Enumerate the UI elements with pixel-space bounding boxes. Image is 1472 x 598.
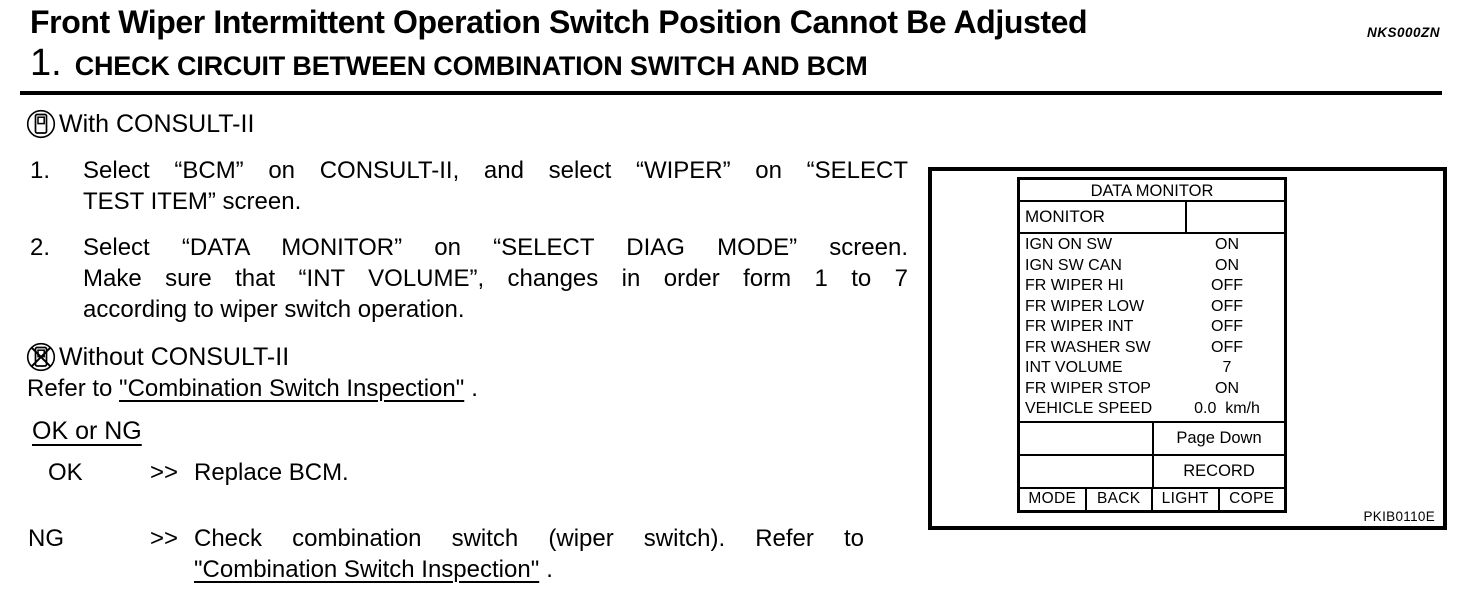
ok-label: OK	[48, 459, 83, 486]
monitor-row-value: OFF	[1211, 338, 1243, 356]
monitor-row-label: FR WIPER INT	[1025, 318, 1134, 335]
monitor-row-value: OFF	[1211, 297, 1243, 315]
monitor-row: FR WIPER INT OFF	[1020, 317, 1284, 338]
step-1-number: 1.	[30, 157, 51, 184]
ok-action: Replace BCM.	[194, 457, 864, 488]
procedure-text: With CONSULT-II 1. Select “BCM” on CONSU…	[25, 108, 915, 585]
monitor-row: IGN SW CAN ON	[1020, 256, 1284, 277]
refer-line: Refer to "Combination Switch Inspection"…	[27, 374, 915, 404]
step-2-text: Select “DATA MONITOR” on “SELECT DIAG MO…	[83, 232, 908, 325]
consult-ii-device-icon	[25, 108, 57, 140]
monitor-row: IGN ON SW ON	[1020, 235, 1284, 256]
monitor-row-label: FR WIPER STOP	[1025, 379, 1151, 397]
monitor-row-value: 0.0 km/h	[1194, 400, 1260, 417]
refer-prefix: Refer to	[27, 375, 120, 402]
without-consult-label: Without CONSULT-II	[59, 342, 290, 371]
step-1-text: Select “BCM” on CONSULT-II, and select “…	[83, 155, 908, 217]
combination-switch-inspection-link-2[interactable]: "Combination Switch Inspection"	[194, 556, 540, 583]
ng-label: NG	[28, 525, 64, 552]
page-title: Front Wiper Intermittent Operation Switc…	[30, 4, 1088, 40]
monitor-row-label: VEHICLE SPEED	[1025, 400, 1153, 417]
monitor-row-label: FR WIPER HI	[1025, 277, 1124, 294]
monitor-row-value: ON	[1215, 379, 1239, 397]
result-arrow: >>	[150, 525, 179, 552]
page-down-empty-cell	[1020, 422, 1154, 454]
record-empty-cell	[1020, 455, 1154, 487]
text-line: Replace BCM.	[194, 459, 349, 486]
step-number: 1.	[30, 42, 62, 84]
monitor-row-label: INT VOLUME	[1025, 359, 1123, 376]
screen-key-back: BACK	[1084, 488, 1152, 510]
record-button: RECORD	[1183, 461, 1255, 480]
refer-suffix: .	[471, 375, 478, 402]
step-title: CHECK CIRCUIT BETWEEN COMBINATION SWITCH…	[74, 51, 868, 81]
monitor-row-value: OFF	[1211, 277, 1243, 294]
text-line: Select “DATA MONITOR” on “SELECT DIAG MO…	[83, 234, 908, 261]
monitor-row-label: IGN SW CAN	[1025, 256, 1122, 274]
with-consult-label: With CONSULT-II	[59, 109, 255, 138]
with-consult-heading: With CONSULT-II	[25, 108, 915, 140]
page-down-row: Page Down	[1020, 420, 1284, 454]
consult-ii-crossed-icon	[25, 341, 57, 373]
monitor-row: FR WIPER STOP ON	[1020, 379, 1284, 400]
text-line: "Combination Switch Inspection".	[194, 554, 864, 585]
screen-key-cope: COPE	[1217, 488, 1285, 510]
combination-switch-inspection-link[interactable]: "Combination Switch Inspection"	[119, 375, 465, 402]
figure-code: PKIB0110E	[1363, 509, 1435, 524]
ng-action: Check combination switch (wiper switch).…	[194, 523, 864, 585]
ok-result-row: OK >> Replace BCM.	[25, 457, 915, 488]
result-arrow: >>	[150, 459, 179, 486]
monitor-row-label: FR WASHER SW	[1025, 338, 1151, 356]
procedure-step-1: 1. Select “BCM” on CONSULT-II, and selec…	[25, 155, 915, 217]
monitor-row-value: 7	[1222, 359, 1232, 376]
record-row: RECORD	[1020, 453, 1284, 487]
monitor-row-value: ON	[1215, 236, 1239, 253]
without-consult-heading: Without CONSULT-II	[25, 341, 915, 373]
text-line: TEST ITEM” screen.	[83, 188, 302, 215]
screen-key-light: LIGHT	[1151, 488, 1218, 510]
step-2-number: 2.	[30, 234, 51, 261]
ng-result-row: NG >> Check combination switch (wiper sw…	[25, 523, 915, 585]
monitor-row: FR WIPER HI OFF	[1020, 276, 1284, 297]
text-line: Select “BCM” on CONSULT-II, and select “…	[83, 157, 908, 184]
monitor-row-label: FR WIPER LOW	[1025, 297, 1145, 315]
monitor-row: VEHICLE SPEED 0.0 km/h	[1020, 399, 1284, 420]
step-heading: 1. CHECK CIRCUIT BETWEEN COMBINATION SWI…	[30, 44, 1472, 82]
screen-key-mode: MODE	[1028, 490, 1077, 507]
monitor-row: FR WIPER LOW OFF	[1020, 297, 1284, 318]
page-down-button: Page Down	[1176, 428, 1262, 447]
text-line: Make sure that “INT VOLUME”, changes in …	[83, 265, 908, 292]
ng-suffix: .	[546, 556, 553, 583]
text-line: Check combination switch (wiper switch).…	[194, 525, 864, 552]
monitor-header-row: MONITOR	[1020, 202, 1284, 234]
monitor-row-value: OFF	[1211, 318, 1243, 335]
monitor-empty-cell	[1185, 202, 1284, 232]
screen-title: DATA MONITOR	[1020, 180, 1284, 202]
monitor-row: INT VOLUME 7	[1020, 358, 1284, 379]
monitor-row-label: IGN ON SW	[1025, 236, 1113, 253]
ok-or-ng-heading: OK or NG	[32, 417, 142, 445]
monitor-label: MONITOR	[1025, 207, 1105, 226]
heading-divider	[20, 91, 1442, 95]
monitor-row-value: ON	[1215, 256, 1239, 274]
procedure-step-2: 2. Select “DATA MONITOR” on “SELECT DIAG…	[25, 232, 915, 325]
doc-code: NKS000ZN	[1366, 25, 1440, 40]
text-line: according to wiper switch operation.	[83, 296, 465, 323]
monitor-row: FR WASHER SW OFF	[1020, 338, 1284, 359]
